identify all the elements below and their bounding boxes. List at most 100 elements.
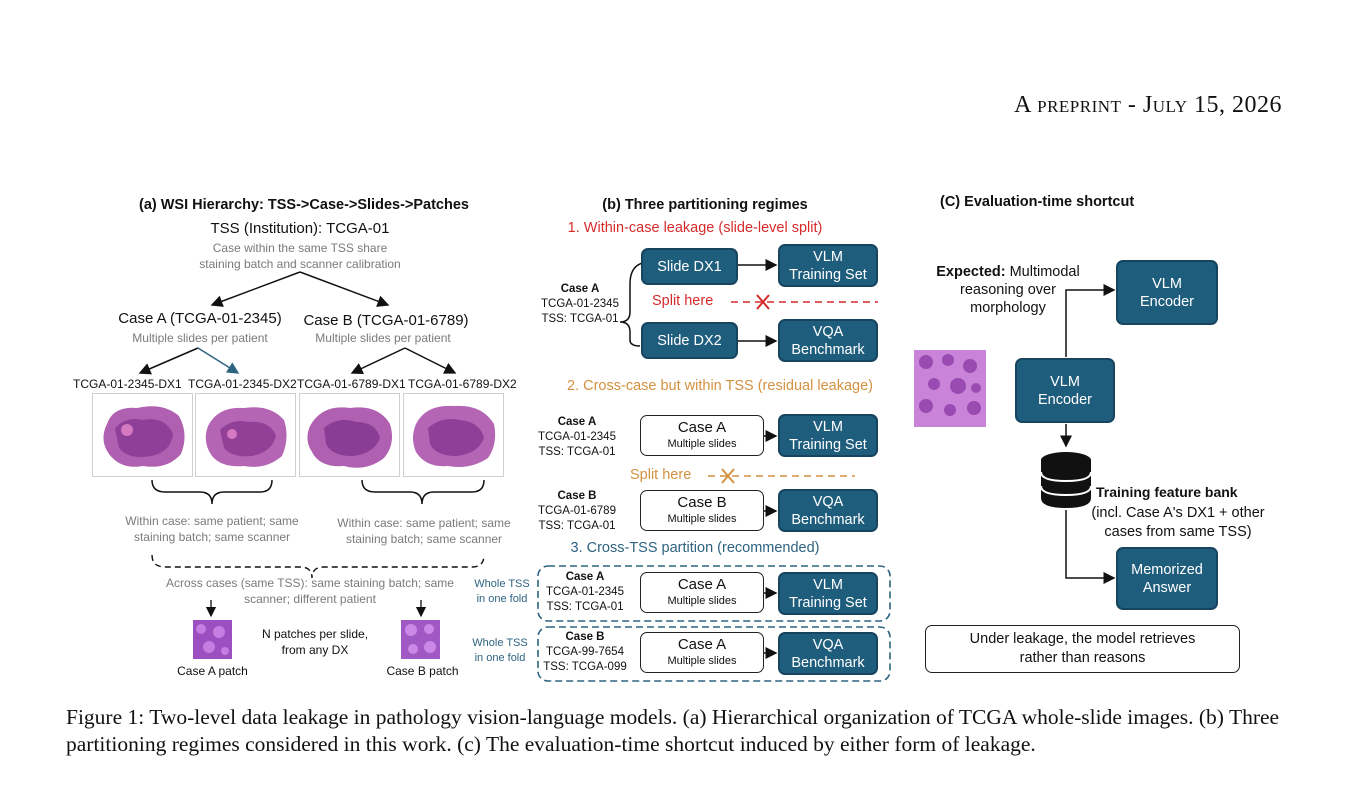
leak-line2: rather than reasons	[1019, 650, 1146, 666]
brace-regime1	[619, 261, 651, 347]
r2-vqa-line1: VQA	[812, 493, 844, 510]
r2-case-a-name: Case A	[557, 416, 597, 428]
whole-tss-1-line2: in one fold	[476, 593, 528, 605]
r1-case-label: Case A TCGA-01-2345 TSS: TCGA-01	[530, 282, 630, 327]
r1-vqa-box: VQA Benchmark	[778, 319, 878, 362]
r2-case-b-box-title: Case B	[677, 493, 727, 511]
r3-case-a-box: Case A Multiple slides	[640, 572, 764, 613]
slide-dx2-box: Slide DX2	[641, 322, 738, 359]
patch-thumbnail-b	[401, 620, 440, 659]
r2-case-a-id: TCGA-01-2345	[538, 431, 616, 443]
slide-label-4: TCGA-01-6789-DX2	[408, 377, 517, 391]
patch-a-label: Case A patch	[177, 664, 248, 678]
slide-dx1-box: Slide DX1	[641, 248, 738, 285]
slide-label-2: TCGA-01-2345-DX2	[188, 377, 297, 391]
header-month-initial: J	[1142, 92, 1153, 118]
r1-case-id: TCGA-01-2345	[541, 298, 619, 310]
r3-case-b-tss: TSS: TCGA-099	[543, 661, 627, 673]
tss-note-2: staining batch and scanner calibration	[199, 257, 401, 271]
r3-vqa-line2: Benchmark	[791, 654, 865, 671]
encoder-box-top: VLM Encoder	[1116, 260, 1218, 325]
whole-tss-1: Whole TSS in one fold	[466, 577, 538, 607]
brace-case-b	[361, 479, 485, 505]
expected-bold: Expected:	[936, 264, 1006, 280]
whole-tss-2-line1: Whole TSS	[472, 637, 528, 649]
bank-title: Training feature bank	[1096, 484, 1238, 500]
r3-case-b-box: Case A Multiple slides	[640, 632, 764, 673]
slide-label-1: TCGA-01-2345-DX1	[73, 377, 182, 391]
patch-thumbnail-a	[193, 620, 232, 659]
panel-c-title: (C) Evaluation-time shortcut	[940, 194, 1135, 210]
regime-2-title: 2. Cross-case but within TSS (residual l…	[567, 378, 873, 394]
r3-case-a-id: TCGA-01-2345	[546, 586, 624, 598]
header-month-rest: uly	[1152, 92, 1188, 118]
r3-case-a-box-note: Multiple slides	[667, 594, 737, 607]
r2-case-a-label: Case A TCGA-01-2345 TSS: TCGA-01	[527, 415, 627, 460]
split-x-regime2	[721, 468, 735, 484]
r3-vlm-line1: VLM	[813, 576, 843, 593]
fold-frame-2	[537, 626, 891, 682]
r1-case-name: Case A	[560, 283, 600, 295]
whole-tss-2: Whole TSS in one fold	[464, 636, 536, 666]
whole-tss-1-line1: Whole TSS	[474, 578, 530, 590]
case-a-note: Multiple slides per patient	[132, 331, 268, 345]
mem-line1: Memorized	[1131, 561, 1203, 578]
r1-vlm-line1: VLM	[813, 248, 843, 265]
patches-note-2: from any DX	[281, 643, 349, 657]
arrow-case-a-dx1	[138, 347, 199, 375]
expected-line3: morphology	[970, 300, 1046, 316]
expected-line1: Multimodal	[1005, 264, 1080, 280]
r1-vlm-box: VLM Training Set	[778, 244, 878, 287]
r3-case-a-box-title: Case A	[677, 575, 727, 593]
bank-note-2: cases from same TSS)	[1104, 524, 1252, 540]
r3-case-b-box-title: Case A	[677, 635, 727, 653]
across-cases-1: Across cases (same TSS): same staining b…	[166, 576, 454, 590]
r2-case-b-id: TCGA-01-6789	[538, 505, 616, 517]
arrow-tss-case-a	[210, 271, 301, 307]
r3-case-b-label: Case B TCGA-99-7654 TSS: TCGA-099	[535, 630, 635, 675]
case-a-label: Case A (TCGA-01-2345)	[118, 310, 282, 327]
within-case-b-1: Within case: same patient; same	[337, 516, 511, 530]
arrow-bank-memorized	[1065, 510, 1116, 584]
panel-a-title: (a) WSI Hierarchy: TSS->Case->Slides->Pa…	[138, 197, 469, 213]
split-x-regime1	[756, 294, 770, 310]
fold-frame-1	[537, 565, 891, 622]
r2-vqa-line2: Benchmark	[791, 511, 865, 528]
enc-mid-line1: VLM	[1050, 373, 1080, 390]
across-cases-2: scanner; different patient	[244, 592, 376, 606]
slide-thumbnail-3	[299, 393, 400, 477]
slide-thumbnail-1	[92, 393, 193, 477]
r3-vlm-box: VLM Training Set	[778, 572, 878, 615]
r2-case-a-box: Case A Multiple slides	[640, 415, 764, 456]
leak-line1: Under leakage, the model retrieves	[969, 631, 1196, 647]
case-b-label: Case B (TCGA-01-6789)	[303, 312, 469, 329]
regime-3-title: 3. Cross-TSS partition (recommended)	[570, 540, 820, 556]
slide-thumbnail-4	[403, 393, 504, 477]
tss-note-1: Case within the same TSS share	[212, 241, 388, 255]
r3-case-b-id: TCGA-99-7654	[546, 646, 624, 658]
slide-label-3: TCGA-01-6789-DX1	[297, 377, 406, 391]
bank-note-1: (incl. Case A's DX1 + other	[1091, 505, 1265, 521]
whole-tss-2-line2: in one fold	[474, 652, 526, 664]
enc-mid-line2: Encoder	[1037, 391, 1092, 408]
r3-vlm-line2: Training Set	[789, 594, 867, 611]
r2-vqa-box: VQA Benchmark	[778, 489, 878, 532]
running-header: A preprint - July 15, 2026	[940, 92, 1282, 119]
r2-case-a-box-title: Case A	[677, 418, 727, 436]
r1-vqa-line1: VQA	[812, 323, 844, 340]
within-case-a-1: Within case: same patient; same	[125, 514, 299, 528]
r2-case-b-box-note: Multiple slides	[667, 512, 737, 525]
within-case-b-2: staining batch; same scanner	[345, 532, 503, 546]
arrow-expected-path	[1065, 284, 1116, 357]
panel-b-title: (b) Three partitioning regimes	[602, 197, 808, 213]
r1-vlm-line2: Training Set	[789, 266, 867, 283]
slide-thumbnail-2	[195, 393, 296, 477]
r3-case-a-name: Case A	[565, 571, 605, 583]
r3-case-b-name: Case B	[565, 631, 605, 643]
r2-vlm-line1: VLM	[813, 418, 843, 435]
brace-case-a	[151, 479, 273, 505]
r2-case-a-tss: TSS: TCGA-01	[538, 446, 616, 458]
r3-case-b-box-note: Multiple slides	[667, 654, 737, 667]
r2-vlm-line2: Training Set	[789, 436, 867, 453]
